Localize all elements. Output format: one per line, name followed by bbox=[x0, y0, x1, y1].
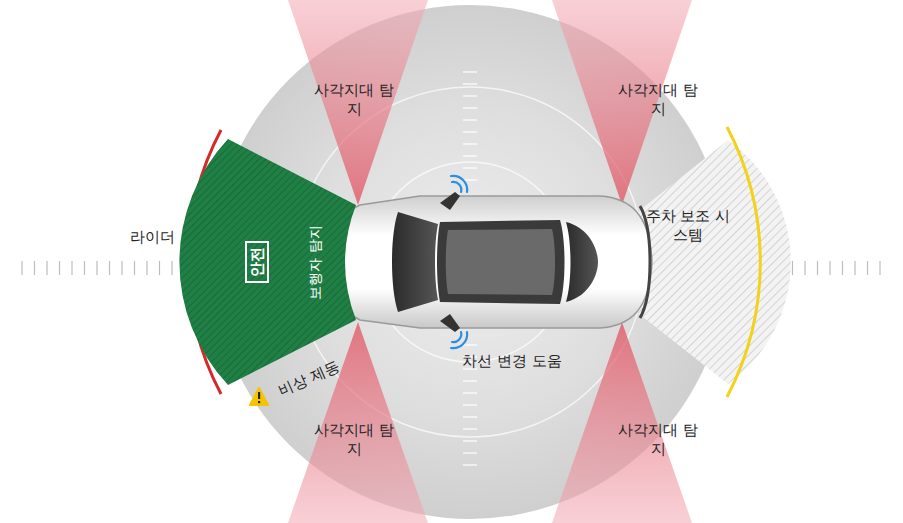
lane-change-label: 차선 변경 도움 bbox=[442, 352, 582, 372]
sector-shape bbox=[179, 139, 356, 385]
range-ring bbox=[370, 162, 570, 362]
tick bbox=[463, 380, 477, 381]
lidar-label: 라이더 bbox=[112, 228, 192, 248]
lane-change-signal bbox=[451, 176, 467, 348]
tick bbox=[804, 261, 805, 275]
warning-icon bbox=[250, 388, 268, 405]
tick bbox=[867, 261, 868, 275]
zone-label: 보행자 탐지 bbox=[307, 225, 324, 299]
parking-assist-zone bbox=[634, 140, 791, 384]
tick bbox=[34, 261, 35, 275]
tick bbox=[463, 167, 477, 168]
tick bbox=[46, 261, 47, 275]
blind-spot-zone bbox=[552, 0, 692, 205]
blind-spot-label: 사각지대 탐지 bbox=[314, 81, 394, 120]
tick bbox=[59, 261, 60, 275]
tick bbox=[463, 416, 477, 417]
parking-assist-label: 주차 보조 시스템 bbox=[645, 207, 731, 246]
tick bbox=[21, 261, 22, 275]
tick bbox=[463, 464, 477, 465]
car bbox=[335, 192, 652, 332]
tick bbox=[463, 392, 477, 393]
tick bbox=[463, 71, 477, 72]
tick bbox=[463, 179, 477, 180]
safe-badge: 안전 bbox=[245, 241, 269, 283]
tick bbox=[84, 261, 85, 275]
tick bbox=[71, 261, 72, 275]
parking-arc bbox=[727, 127, 760, 397]
tick bbox=[159, 261, 160, 275]
tick bbox=[463, 404, 477, 405]
blind-spot-label: 사각지대 탐지 bbox=[618, 81, 698, 120]
tick bbox=[463, 119, 477, 120]
blind-spot-zone bbox=[288, 322, 428, 523]
tick bbox=[463, 95, 477, 96]
tick bbox=[146, 261, 147, 275]
tick bbox=[463, 107, 477, 108]
scale-ticks bbox=[22, 72, 880, 465]
tick bbox=[96, 261, 97, 275]
tick bbox=[463, 344, 477, 345]
tick bbox=[463, 428, 477, 429]
tick bbox=[134, 261, 135, 275]
blind-spot-zone bbox=[288, 0, 428, 205]
tick bbox=[463, 155, 477, 156]
badge-text: 안전 bbox=[248, 247, 266, 277]
tick bbox=[121, 261, 122, 275]
tick bbox=[829, 261, 830, 275]
tick bbox=[792, 261, 793, 275]
tick bbox=[463, 131, 477, 132]
tick bbox=[854, 261, 855, 275]
tick bbox=[817, 261, 818, 275]
tick bbox=[463, 452, 477, 453]
tick bbox=[463, 440, 477, 441]
tick bbox=[171, 261, 172, 275]
tick bbox=[842, 261, 843, 275]
tick bbox=[463, 143, 477, 144]
blind-spot-label: 사각지대 탐지 bbox=[618, 421, 698, 460]
tick bbox=[879, 261, 880, 275]
blind-spot-label: 사각지대 탐지 bbox=[314, 421, 394, 460]
tick bbox=[463, 83, 477, 84]
tick bbox=[109, 261, 110, 275]
